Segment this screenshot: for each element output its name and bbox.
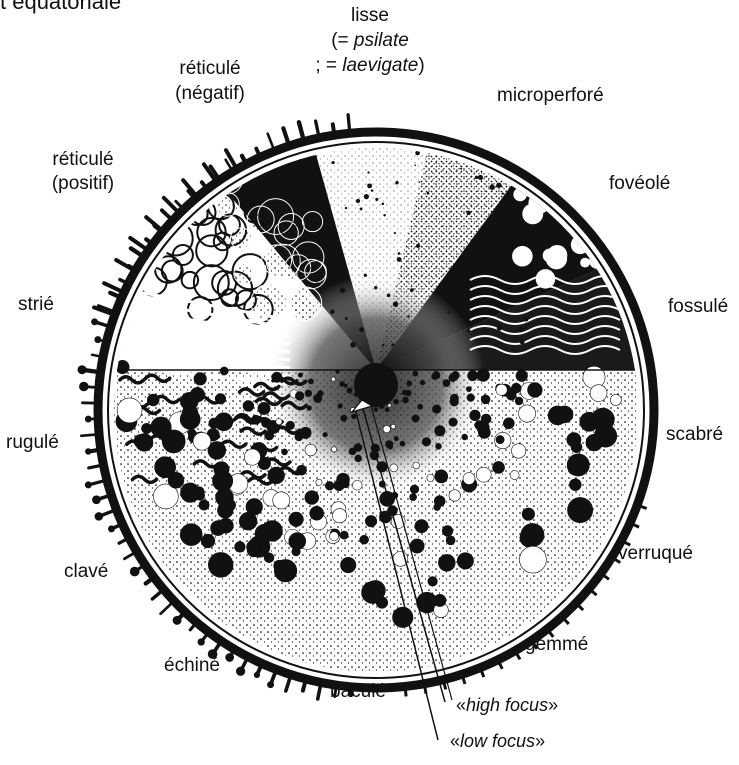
label-echine: échiné	[164, 654, 220, 677]
label-reticule-positif-1: réticulé	[38, 148, 128, 171]
label-reticule-negatif-1: réticulé	[160, 57, 260, 80]
label-reticule-positif-2: (positif)	[38, 172, 128, 195]
label-lisse-synonym-2: ; = laevigate)	[290, 54, 450, 77]
term-high-focus: high focus	[466, 695, 548, 715]
term-low-focus: low focus	[460, 731, 535, 751]
label-clave: clavé	[64, 560, 108, 583]
label-bacule: baculé	[330, 680, 386, 703]
label-strie: strié	[18, 293, 54, 316]
header-title-fragment: t équatoriale	[0, 0, 121, 13]
label-high-focus: «high focus»	[456, 694, 558, 717]
label-gemme: gemmé	[525, 633, 588, 656]
label-lisse-synonym-1: (= psilate	[300, 29, 440, 52]
term-psilate: psilate	[354, 30, 409, 51]
label-foveole: fovéolé	[609, 172, 670, 195]
label-rugule: rugulé	[6, 431, 59, 454]
label-microperfore: microperforé	[497, 84, 604, 107]
label-reticule-negatif-2: (négatif)	[160, 82, 260, 105]
label-scabre: scabré	[666, 423, 723, 446]
term-laevigate: laevigate	[342, 55, 418, 76]
label-verruque: verruqué	[618, 542, 693, 565]
label-low-focus: «low focus»	[450, 730, 545, 753]
label-fossule: fossulé	[668, 295, 728, 318]
label-lisse: lisse	[300, 4, 440, 27]
